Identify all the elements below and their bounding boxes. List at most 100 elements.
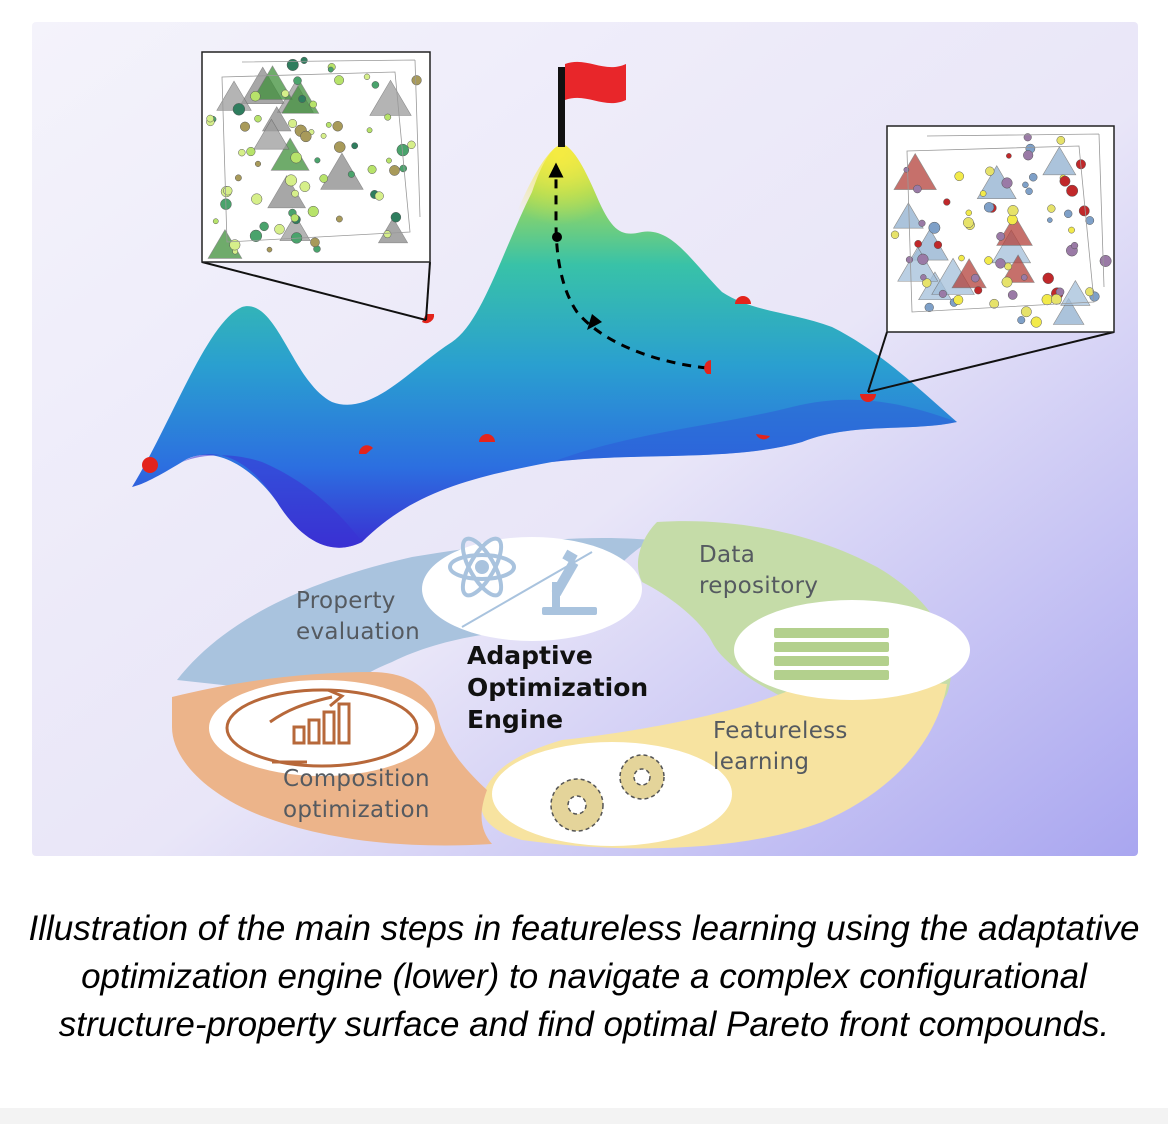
crystal-atom	[1047, 204, 1056, 213]
crystal-atom	[1021, 274, 1028, 281]
crystal-tetrahedron	[892, 202, 924, 229]
inset-leader-line	[867, 331, 888, 393]
crystal-tetrahedron	[996, 214, 1033, 246]
crystal-atom	[1099, 255, 1112, 267]
sample-point	[756, 434, 770, 440]
crystal-atom	[307, 205, 319, 217]
crystal-atom	[291, 189, 299, 198]
crystal-atom	[327, 66, 334, 73]
crystal-atom	[928, 221, 941, 234]
crystal-atom	[1042, 272, 1054, 284]
crystal-atom	[920, 274, 927, 281]
crystal-atom	[314, 157, 321, 164]
inset-leader-line	[201, 261, 427, 321]
crystal-tetrahedron	[897, 246, 939, 282]
crystal-atom	[985, 166, 995, 176]
crystal-atom	[1020, 306, 1032, 318]
sample-point	[479, 434, 495, 442]
crystal-atom	[411, 75, 422, 86]
growth-chart-cycle-icon	[225, 688, 419, 768]
crystal-atom	[290, 151, 302, 164]
crystal-atom	[979, 190, 987, 197]
crystal-atom	[1023, 133, 1032, 142]
crystal-atom	[298, 94, 307, 103]
crystal-atom	[1078, 205, 1090, 217]
crystal-atom	[366, 127, 373, 134]
crystal-atom	[1007, 290, 1018, 300]
property-icon-badge	[422, 537, 642, 641]
adaptive-engine-cycle	[172, 521, 970, 849]
crystal-atom	[918, 219, 926, 227]
crystal-atom	[1001, 276, 1013, 288]
crystal-atom	[1047, 217, 1053, 223]
crystal-tetrahedron	[1042, 146, 1077, 176]
crystal-atom	[1007, 214, 1018, 225]
crystal-atom	[390, 212, 402, 223]
crystal-atom	[290, 213, 299, 223]
crystal-atom	[1085, 287, 1095, 297]
crystal-atom	[250, 91, 261, 102]
crystal-atom	[890, 230, 900, 239]
unit-cell-outline	[906, 133, 1105, 313]
crystal-atom	[288, 119, 298, 128]
crystal-atom	[386, 157, 392, 164]
crystal-atom	[325, 121, 332, 128]
crystal-atom	[913, 184, 922, 194]
crystal-atom	[363, 73, 371, 80]
crystal-atom	[254, 160, 262, 167]
crystal-atom	[310, 237, 320, 248]
crystal-atom	[229, 239, 241, 251]
crystal-atom	[1023, 150, 1034, 161]
crystal-atom	[953, 294, 964, 305]
crystal-atom	[922, 278, 932, 288]
crystal-atom	[1001, 177, 1013, 189]
crystal-atom	[300, 130, 312, 143]
crystal-atom	[223, 186, 233, 196]
crystal-tetrahedron	[991, 229, 1032, 264]
crystal-atom	[347, 170, 355, 178]
crystal-atom	[309, 100, 317, 109]
crystal-atom	[371, 81, 380, 89]
crystal-atom	[384, 113, 392, 121]
crystal-atom	[246, 146, 256, 157]
crystal-tetrahedron	[1052, 297, 1085, 325]
crystal-atom	[259, 221, 269, 232]
crystal-structure-inset-right	[886, 125, 1115, 333]
unit-cell-outline	[221, 59, 421, 243]
crystal-atom	[954, 171, 964, 182]
crystal-atom	[1007, 205, 1019, 217]
crystal-atom	[1085, 216, 1095, 225]
crystal-atom	[989, 298, 1000, 309]
crystal-atom	[943, 198, 951, 206]
crystal-atom	[933, 240, 943, 249]
crystal-atom	[389, 165, 400, 176]
crystal-atom	[234, 174, 242, 182]
crystal-atom	[212, 218, 219, 225]
crystal-atom	[266, 246, 273, 253]
sample-point	[735, 296, 751, 304]
inset-leader-line	[867, 331, 1115, 393]
crystal-atom	[995, 258, 1006, 269]
crystal-atom	[984, 256, 993, 265]
sample-point	[358, 445, 373, 454]
crystal-atom	[996, 232, 1005, 241]
crystal-atom	[1050, 293, 1062, 305]
sample-point	[860, 394, 876, 402]
sample-point	[422, 314, 435, 324]
crystal-atom	[1004, 262, 1013, 271]
crystal-atom	[1059, 175, 1071, 187]
crystal-atom	[1017, 316, 1026, 325]
cycle-label-featureless-learning: Featureless learning	[713, 718, 848, 775]
crystal-atom	[249, 229, 263, 242]
crystal-atom	[971, 273, 980, 283]
crystal-atom	[1041, 294, 1053, 306]
composition-icon-badge	[209, 680, 435, 776]
page-bottom-strip	[0, 1108, 1168, 1124]
crystal-atom	[319, 174, 329, 183]
crystal-atom	[334, 75, 345, 86]
crystal-atom	[333, 141, 346, 153]
sample-points	[142, 296, 876, 473]
crystal-atom	[238, 148, 246, 157]
crystal-atom	[1029, 173, 1038, 182]
optimization-path	[548, 162, 708, 370]
